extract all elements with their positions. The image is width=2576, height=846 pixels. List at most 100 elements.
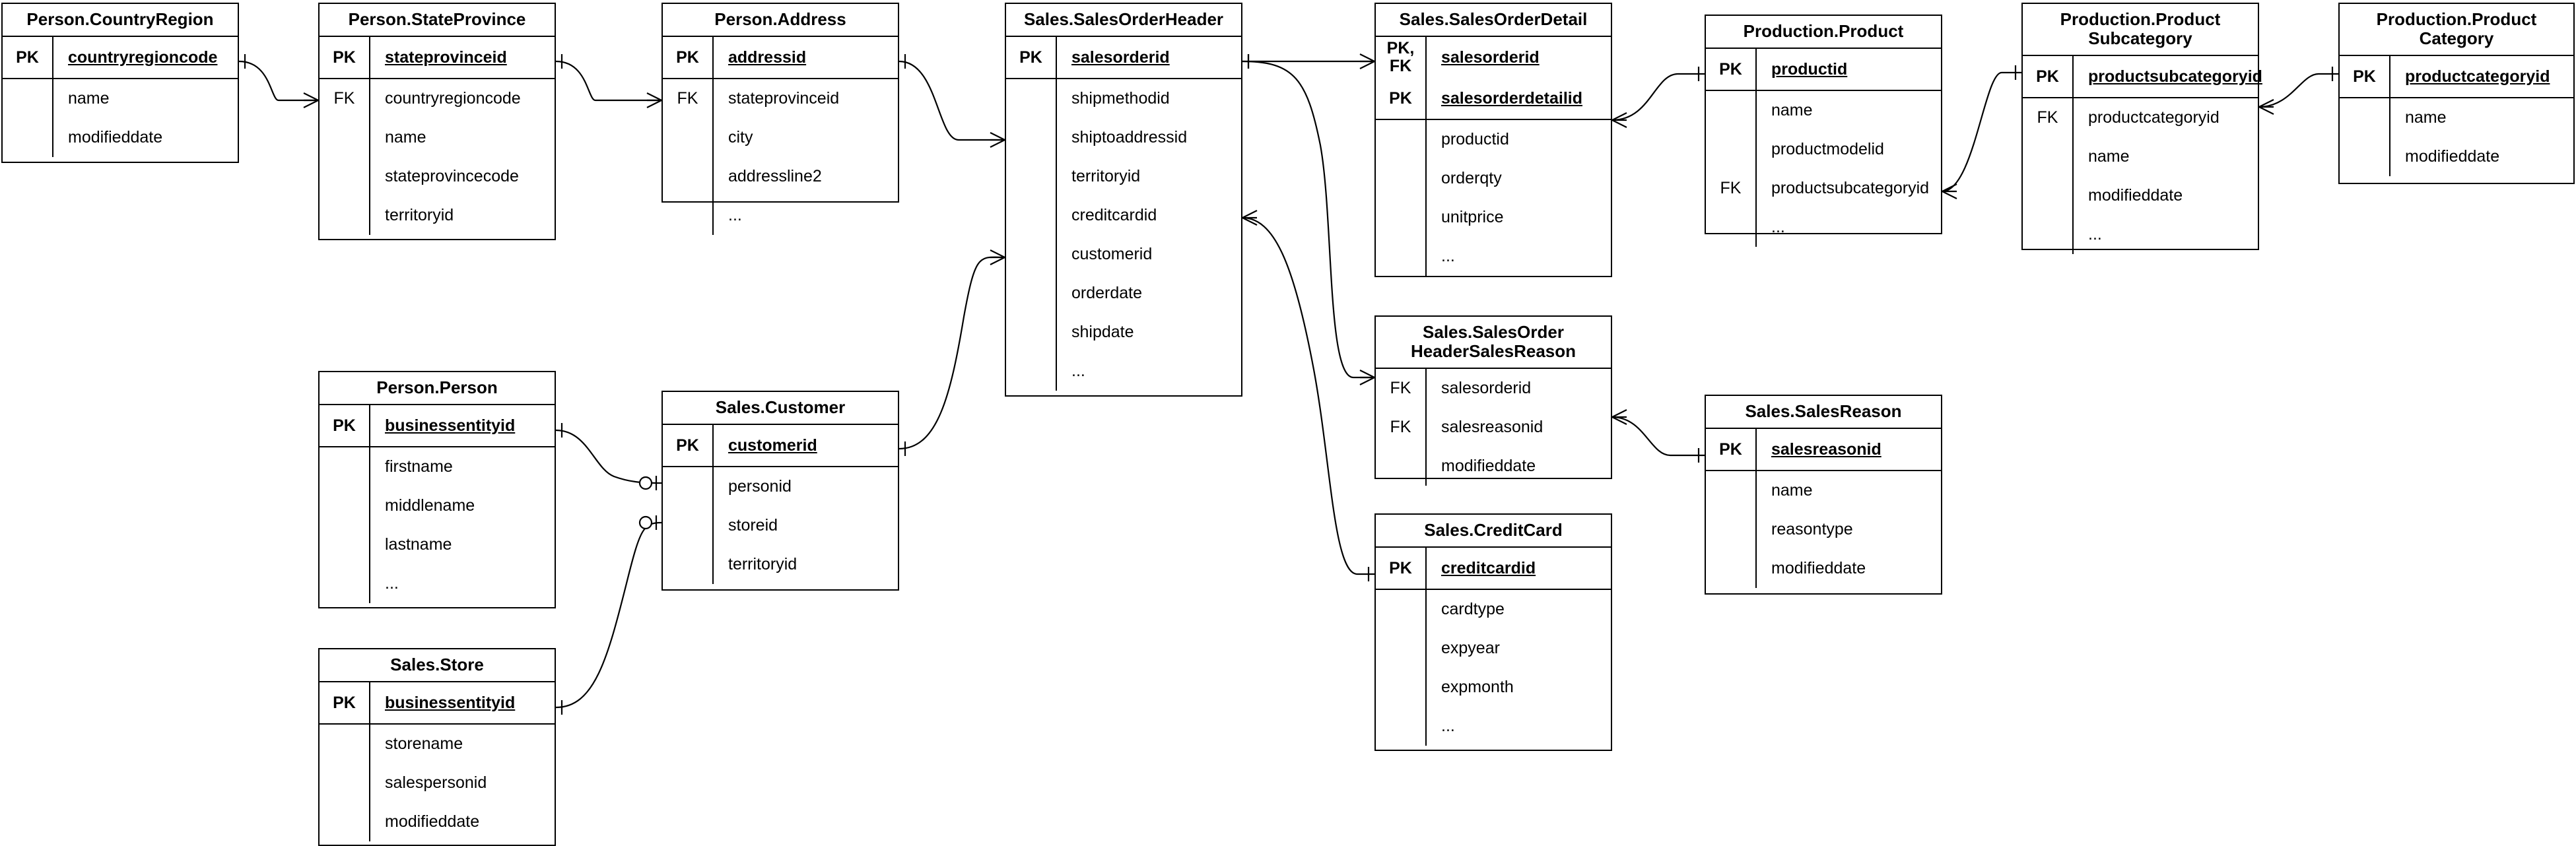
attribute-row[interactable]: orderqty — [1376, 159, 1611, 198]
crowsfoot-prong — [990, 139, 1005, 148]
attribute-row[interactable]: modifieddate — [1376, 447, 1611, 486]
column-name: salesorderid — [1056, 37, 1241, 78]
crowsfoot-prong — [1359, 370, 1375, 378]
attribute-row[interactable]: modifieddate — [2340, 137, 2573, 176]
attribute-row[interactable]: city — [663, 118, 898, 157]
attribute-row[interactable]: name — [1706, 91, 1941, 130]
attribute-row[interactable]: modifieddate — [320, 802, 555, 841]
column-name: name — [369, 118, 555, 157]
key-marker: PK — [1019, 48, 1042, 67]
attribute-row[interactable]: shipmethodid — [1006, 79, 1241, 118]
column-name-text: productsubcategoryid — [1771, 179, 1930, 197]
attribute-row[interactable]: name — [1706, 471, 1941, 510]
column-name: customerid — [712, 425, 898, 466]
column-name-text: stateprovincecode — [385, 167, 519, 185]
attribute-row[interactable]: expyear — [1376, 629, 1611, 668]
attribute-row[interactable]: ... — [1006, 352, 1241, 391]
attribute-row[interactable]: middlename — [320, 486, 555, 525]
attribute-row[interactable]: territoryid — [320, 196, 555, 235]
attribute-row[interactable]: lastname — [320, 525, 555, 564]
attribute-row[interactable]: name — [2023, 137, 2258, 176]
attribute-row[interactable]: productid — [1376, 120, 1611, 159]
attribute-row[interactable]: ... — [1376, 237, 1611, 276]
attribute-row[interactable]: customerid — [1006, 235, 1241, 274]
attribute-row[interactable]: stateprovincecode — [320, 157, 555, 196]
attribute-row[interactable]: creditcardid — [1006, 196, 1241, 235]
attribute-row[interactable]: ... — [1376, 707, 1611, 746]
attribute-row[interactable]: storename — [320, 725, 555, 764]
key-marker: PK — [1389, 88, 1412, 108]
key-marker: FK — [677, 89, 698, 108]
relationship-line — [898, 256, 1005, 450]
attribute-row[interactable]: name — [320, 118, 555, 157]
attribute-row[interactable]: name — [2340, 98, 2573, 137]
attribute-row[interactable]: ... — [320, 564, 555, 603]
key-marker: PK — [333, 416, 356, 435]
attribute-row[interactable]: territoryid — [1006, 157, 1241, 196]
attribute-row[interactable]: cardtype — [1376, 590, 1611, 629]
column-name: storename — [369, 725, 555, 764]
attribute-row[interactable]: modifieddate — [1706, 549, 1941, 588]
attribute-row[interactable]: ... — [2023, 215, 2258, 254]
key-row[interactable]: PK salesorderid — [1006, 37, 1241, 78]
attribute-row[interactable]: expmonth — [1376, 668, 1611, 707]
attribute-row[interactable]: modifieddate — [2023, 176, 2258, 215]
attribute-row[interactable]: personid — [663, 467, 898, 506]
attribute-row[interactable]: ... — [663, 196, 898, 235]
attribute-row[interactable]: productmodelid — [1706, 130, 1941, 169]
attribute-row[interactable]: ... — [1706, 208, 1941, 247]
column-name-text: modifieddate — [1441, 457, 1536, 475]
attribute-row[interactable]: salespersonid — [320, 764, 555, 802]
column-name: salesorderid — [1425, 369, 1611, 408]
attribute-row[interactable]: reasontype — [1706, 510, 1941, 549]
attribute-row[interactable]: territoryid — [663, 545, 898, 584]
attribute-row[interactable]: unitprice — [1376, 198, 1611, 237]
attribute-row[interactable]: shiptoaddressid — [1006, 118, 1241, 157]
relationship-rel-salesorderheadersalesreason-salesreason — [1611, 409, 1705, 463]
column-name-text: productcategoryid — [2405, 67, 2550, 86]
column-name: ... — [1425, 707, 1611, 746]
attribute-row[interactable]: firstname — [320, 447, 555, 486]
attribute-row[interactable]: shipdate — [1006, 313, 1241, 352]
attribute-row[interactable]: modifieddate — [3, 118, 238, 157]
attribute-row[interactable]: orderdate — [1006, 274, 1241, 313]
attribute-row[interactable]: name — [3, 79, 238, 118]
attribute-row[interactable]: addressline2 — [663, 157, 898, 196]
attribute-row[interactable]: storeid — [663, 506, 898, 545]
